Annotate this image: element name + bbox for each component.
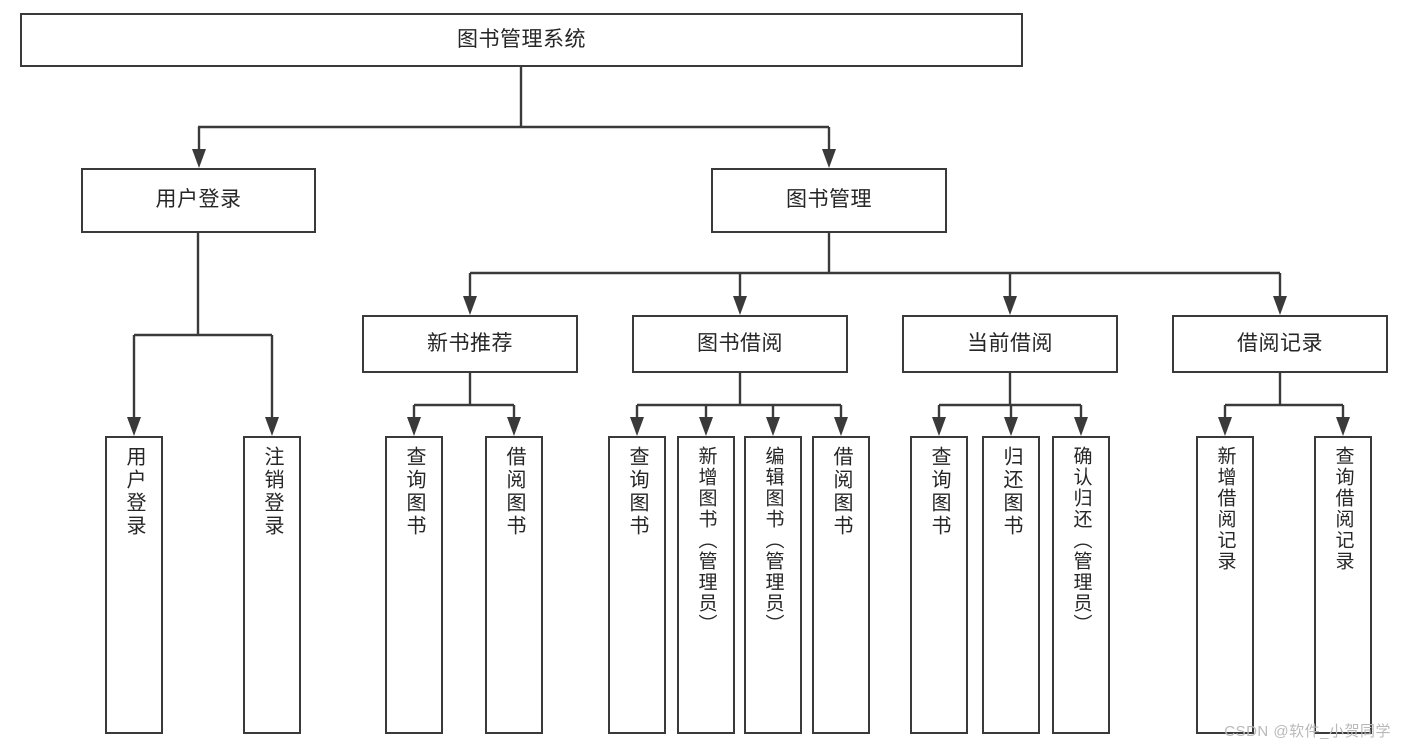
leaf-return-book[interactable]: 归还图书 [982,436,1040,734]
leaf-query-book-recommend[interactable]: 查询图书 [385,436,443,734]
node-new-book-recommend[interactable]: 新书推荐 [362,315,578,373]
arrow-head-icon-leaf_return_book [1004,417,1018,436]
arrow-head-icon-leaf_query_book_a [407,417,421,436]
arrow-head-icon-leaf_confirm_return [1074,417,1088,436]
node-label-book-borrow: 图书借阅 [697,331,783,355]
leaf-user-logout[interactable]: 注销登录 [243,436,301,734]
node-book-borrow[interactable]: 图书借阅 [632,315,848,373]
leaf-confirm-return-admin[interactable]: 确认归还（管理员） [1052,436,1110,734]
leaf-edit-book-admin[interactable]: 编辑图书（管理员） [744,436,802,734]
arrow-head-icon-leaf_add_book [699,417,713,436]
arrow-head-icon-leaf_query_book_b [630,417,644,436]
leaf-add-borrow-record[interactable]: 新增借阅记录 [1196,436,1254,734]
node-user-login[interactable]: 用户登录 [81,168,316,233]
leaf-borrow-book-recommend[interactable]: 借阅图书 [485,436,543,734]
leaf-query-borrow-record[interactable]: 查询借阅记录 [1314,436,1372,734]
arrow-head-icon-l3_current_borrow [1003,296,1017,315]
arrow-head-icon-leaf_query_record [1336,417,1350,436]
node-label-current-borrow: 当前借阅 [967,331,1053,355]
node-label-borrow-record: 借阅记录 [1237,331,1323,355]
leaf-label-confirm-return-admin: 确认归还（管理员） [1070,446,1092,635]
arrow-head-icon-l2_book_mgmt [822,149,836,168]
arrow-head-icon-l3_new_book [463,296,477,315]
arrow-head-icon-l3_book_borrow [733,296,747,315]
leaf-label-query-book-recommend: 查询图书 [403,446,425,538]
node-current-borrow[interactable]: 当前借阅 [902,315,1118,373]
leaf-label-edit-book-admin: 编辑图书（管理员） [762,446,784,635]
node-book-management[interactable]: 图书管理 [711,168,947,233]
leaf-label-query-book-current: 查询图书 [928,446,950,538]
leaf-query-book-borrow[interactable]: 查询图书 [608,436,666,734]
arrow-head-icon-leaf_query_book_c [932,417,946,436]
arrow-head-icon-leaf_edit_book [766,417,780,436]
node-label-root: 图书管理系统 [457,27,586,51]
leaf-label-query-book-borrow: 查询图书 [626,446,648,538]
node-root-system[interactable]: 图书管理系统 [20,13,1023,67]
leaf-query-book-current[interactable]: 查询图书 [910,436,968,734]
leaf-borrow-book[interactable]: 借阅图书 [812,436,870,734]
arrow-head-icon-leaf_add_record [1218,417,1232,436]
leaf-label-query-borrow-record: 查询借阅记录 [1332,446,1354,572]
arrow-head-icon-leaf_user_login [127,417,141,436]
leaf-label-user-login: 用户登录 [123,446,145,538]
watermark-text: CSDN @软件_小贺同学 [1224,723,1391,740]
node-label-new-book-recommend: 新书推荐 [427,331,513,355]
arrow-head-icon-l2_user_login [192,149,206,168]
leaf-label-borrow-book: 借阅图书 [830,446,852,538]
leaf-label-add-book-admin: 新增图书（管理员） [695,446,717,635]
node-label-user-login: 用户登录 [155,188,242,212]
leaf-label-borrow-book-recommend: 借阅图书 [503,446,525,538]
arrow-head-icon-l3_borrow_record [1273,296,1287,315]
node-borrow-record[interactable]: 借阅记录 [1172,315,1388,373]
arrow-head-icon-leaf_user_logout [265,417,279,436]
leaf-label-return-book: 归还图书 [1000,446,1022,538]
leaf-user-login[interactable]: 用户登录 [105,436,163,734]
node-label-book-management: 图书管理 [786,188,872,212]
arrow-head-icon-leaf_borrow_book_b [834,417,848,436]
leaf-label-add-borrow-record: 新增借阅记录 [1214,446,1236,572]
leaf-add-book-admin[interactable]: 新增图书（管理员） [677,436,735,734]
leaf-label-user-logout: 注销登录 [261,446,283,538]
arrow-head-icon-leaf_borrow_book_a [507,417,521,436]
